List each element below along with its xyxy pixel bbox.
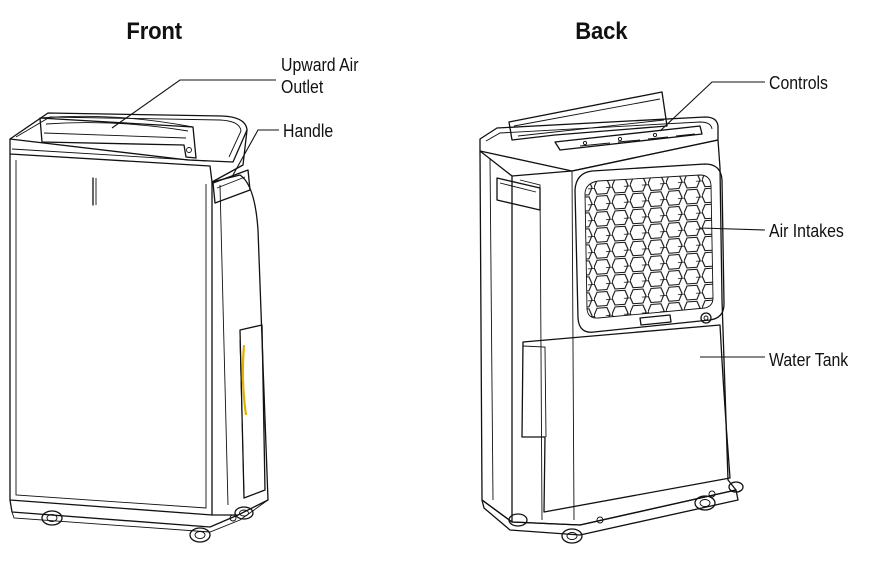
label-upward-air-outlet: Upward Air Outlet: [281, 54, 358, 98]
control-buttons: [579, 132, 696, 147]
back-handle: [496, 177, 541, 211]
leader-controls: [659, 81, 765, 132]
leader-air-intakes: [699, 227, 766, 231]
front-handle: [212, 169, 251, 204]
front-top-lid: [9, 112, 248, 163]
front-unit: [9, 112, 269, 543]
back-air-outlet: [508, 91, 668, 141]
label-controls: Controls: [769, 73, 828, 93]
leader-upward-air-outlet: [111, 79, 276, 129]
back-water-tank: [521, 324, 731, 513]
front-body: [9, 153, 213, 516]
label-air-intakes: Air Intakes: [769, 221, 844, 241]
front-title: Front: [126, 18, 182, 45]
label-upward-air-outlet-line2: Outlet: [281, 77, 324, 97]
back-leader-lines: [659, 81, 766, 358]
leader-handle: [232, 129, 279, 176]
label-upward-air-outlet-line1: Upward Air: [281, 55, 359, 75]
back-grille-frame: [574, 163, 725, 333]
back-unit: [479, 91, 744, 544]
air-intake-grille: [585, 175, 713, 319]
front-leader-lines: [111, 79, 279, 176]
back-control-panel: [554, 125, 703, 151]
label-water-tank: Water Tank: [769, 350, 849, 370]
front-casters: [41, 506, 254, 543]
label-handle: Handle: [283, 121, 334, 141]
back-title: Back: [575, 18, 628, 45]
back-casters: [508, 481, 744, 544]
back-body: [511, 139, 737, 526]
